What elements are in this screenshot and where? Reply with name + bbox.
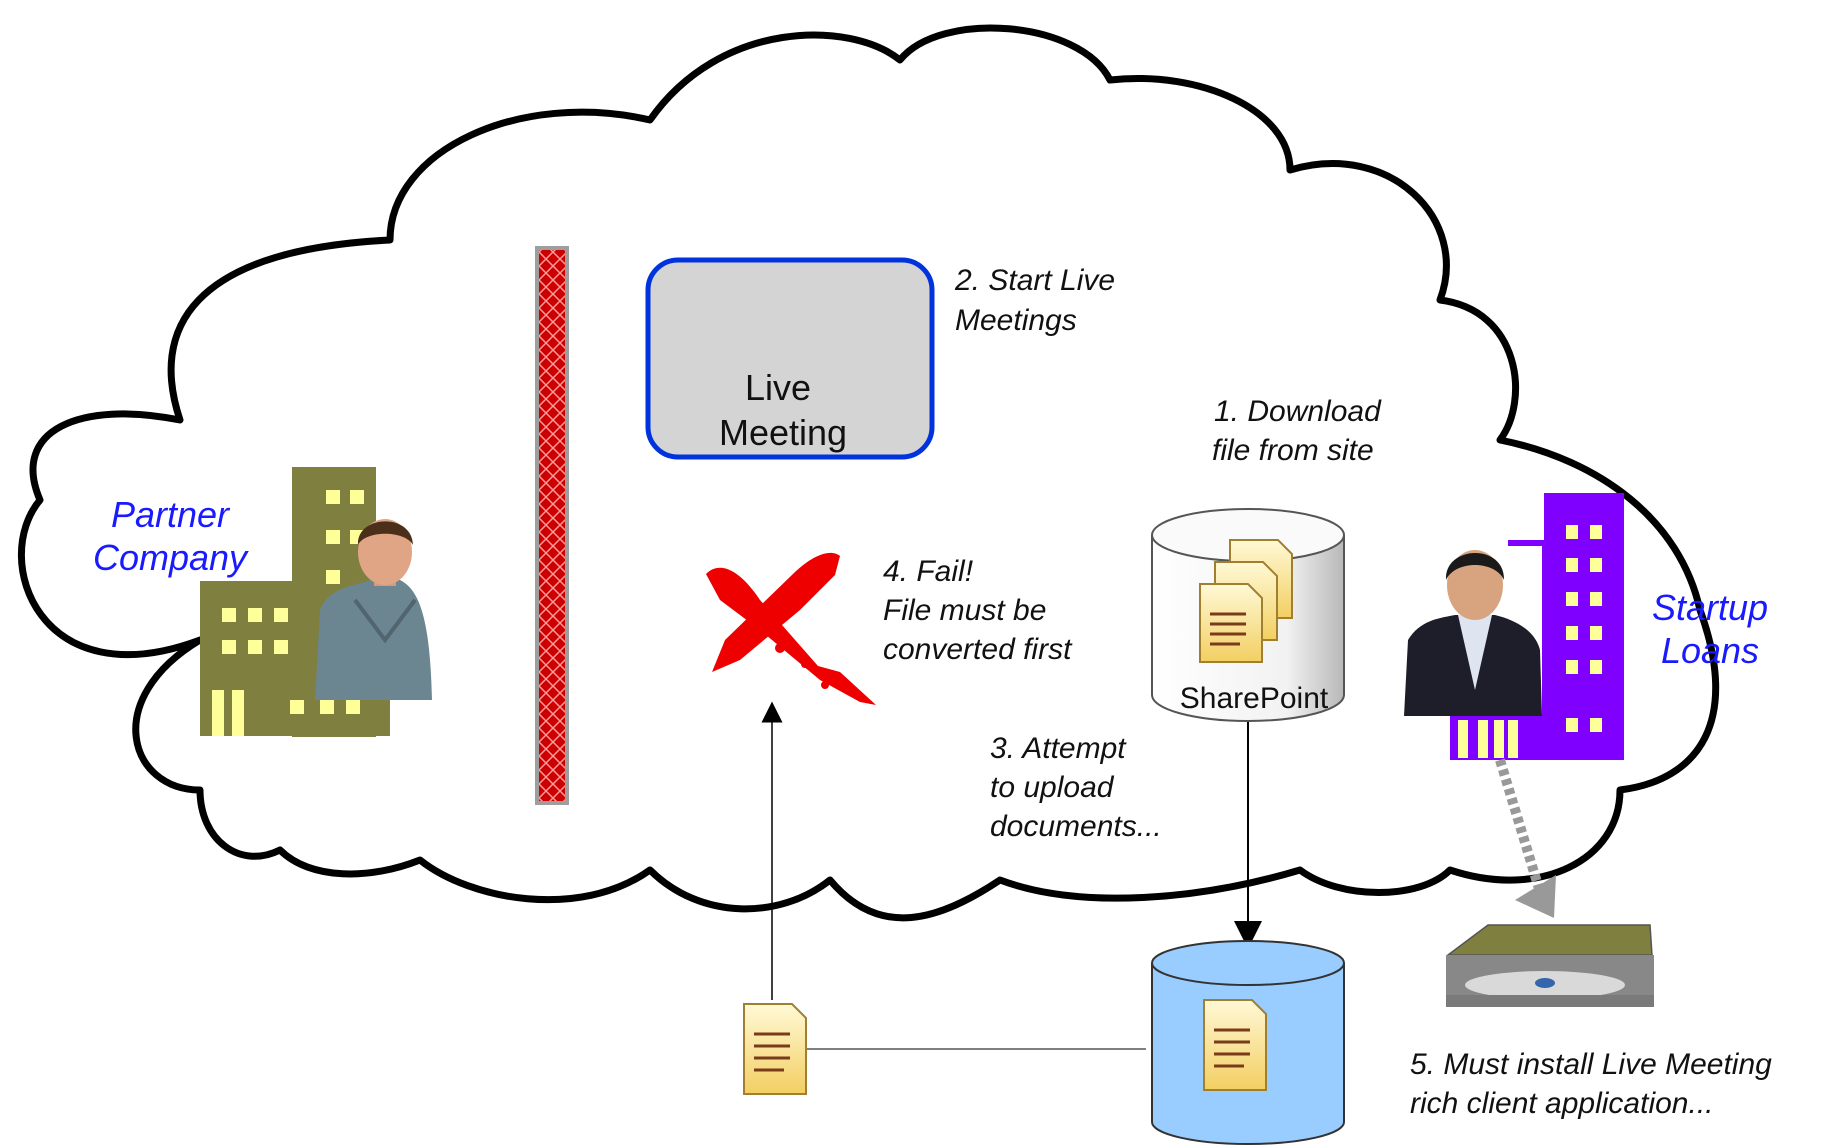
step-4-line-1: 4. Fail!	[883, 555, 974, 588]
step-3-line-3: documents...	[990, 810, 1162, 843]
step-4-line-2: File must be	[883, 594, 1046, 627]
startup-label-1: Startup	[1652, 587, 1768, 628]
install-arrow	[1495, 758, 1556, 918]
x-mark-icon	[706, 552, 876, 705]
live-meeting-label-2: Meeting	[719, 412, 847, 453]
step-1-line-1: 1. Download	[1214, 395, 1382, 428]
step-4-line-3: converted first	[883, 633, 1073, 666]
live-meeting-box: Live Meeting	[645, 257, 935, 460]
dvd-drive-icon	[1445, 924, 1654, 1007]
startup-person-photo	[1404, 546, 1542, 716]
step-2-line-1: 2. Start Live	[954, 264, 1115, 297]
step-5-line-1: 5. Must install Live Meeting	[1410, 1048, 1772, 1081]
partner-label-2: Company	[93, 537, 249, 578]
startup-label-2: Loans	[1661, 630, 1759, 671]
step-3-line-1: 3. Attempt	[990, 732, 1127, 765]
upload-document-icon	[743, 1003, 807, 1095]
step-5-line-2: rich client application...	[1410, 1087, 1714, 1120]
sharepoint-label: SharePoint	[1180, 682, 1329, 715]
partner-label-1: Partner	[111, 494, 231, 535]
step-3-line-2: to upload	[990, 771, 1115, 804]
local-store-document-icon	[1203, 999, 1267, 1091]
step-2-line-2: Meetings	[955, 304, 1077, 337]
firewall-bar	[535, 246, 569, 805]
sharepoint-documents-icon	[1199, 539, 1293, 663]
step-1-line-2: file from site	[1212, 434, 1374, 467]
cloud-shape	[17, 24, 1720, 922]
live-meeting-label-1: Live	[745, 367, 811, 408]
partner-person-photo	[315, 519, 432, 700]
